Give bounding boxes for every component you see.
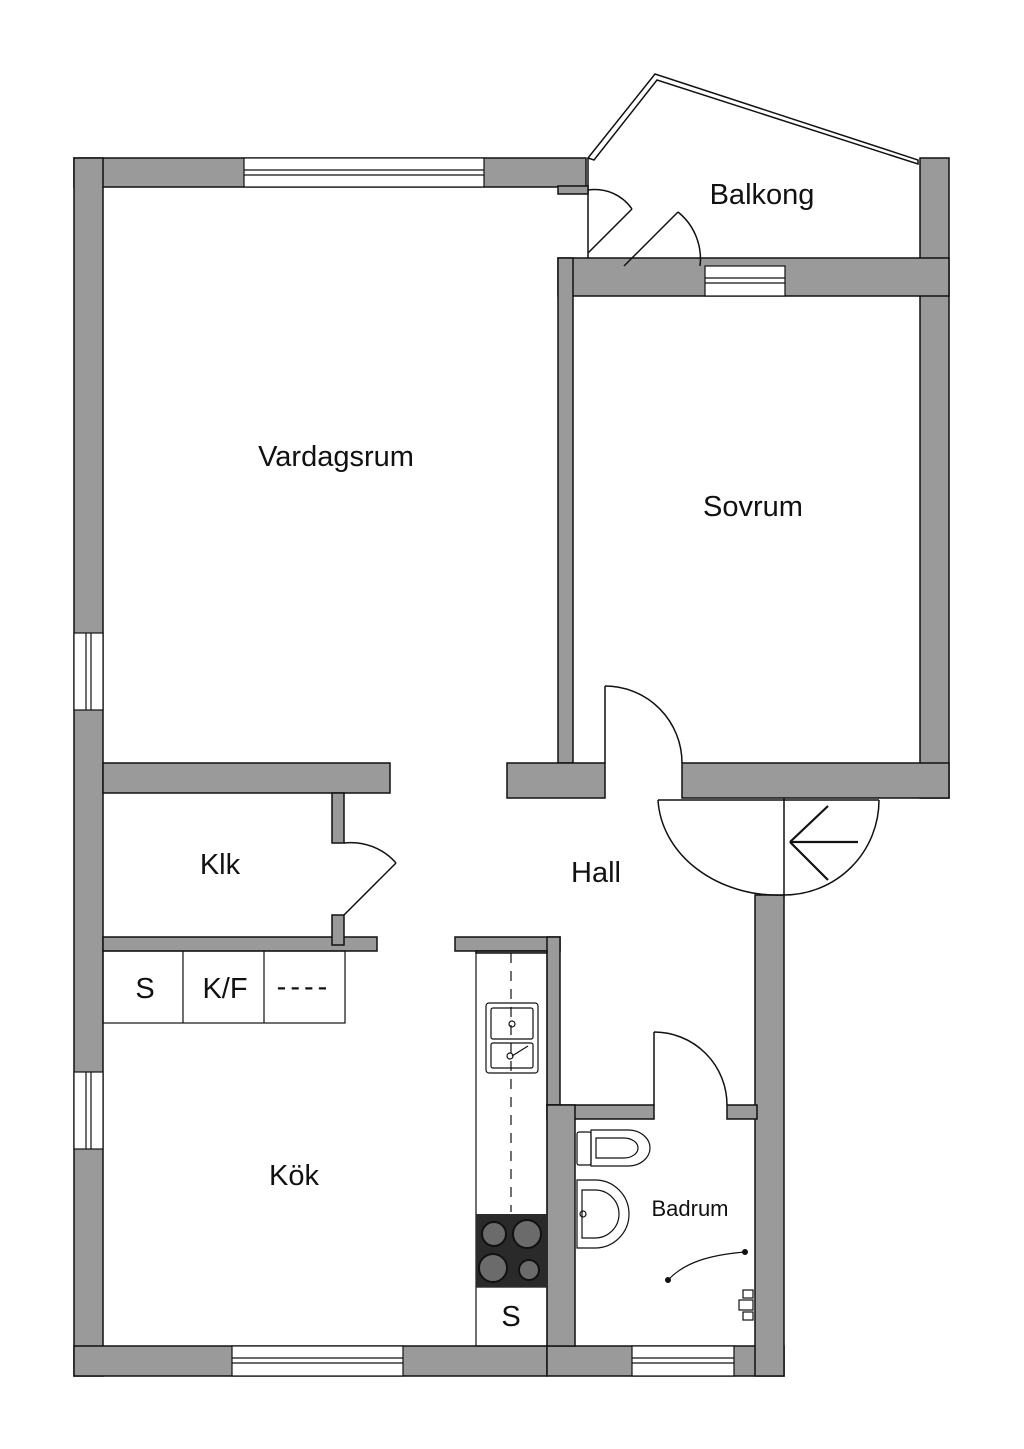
interior-walls: [102, 762, 758, 1347]
shower-icon: [665, 1249, 754, 1321]
toilet-icon: [576, 1129, 651, 1167]
window-kok-left: [73, 1071, 104, 1150]
fixture-label-dashes: ----: [277, 971, 332, 1003]
door-balkong-left: [587, 188, 633, 254]
window-kok-bottom: [231, 1345, 404, 1377]
washbasin-icon: [576, 1179, 630, 1249]
door-entrance: [657, 798, 880, 897]
door-badrum: [653, 1031, 728, 1106]
door-sovrum: [604, 685, 683, 764]
room-label-vardagsrum: Vardagsrum: [258, 441, 414, 473]
room-label-badrum: Badrum: [651, 1196, 728, 1221]
fixture-label-storage: S: [135, 973, 154, 1005]
sink-icon: [485, 1002, 539, 1074]
doors: [343, 188, 880, 1106]
window-sovrum-top: [704, 265, 786, 297]
balcony-outline: [586, 73, 920, 269]
stove-icon: [476, 1214, 547, 1287]
window-badrum-bottom: [631, 1345, 735, 1377]
room-label-kok: Kök: [269, 1160, 319, 1192]
entrance-arrow-icon: [789, 805, 858, 881]
room-label-klk: Klk: [200, 849, 241, 881]
room-label-balkong: Balkong: [710, 179, 815, 211]
door-balkong-right: [623, 211, 702, 267]
windows: [73, 157, 786, 1377]
window-vardagsrum-left: [73, 632, 104, 711]
kitchen-cabinets: [102, 950, 346, 1024]
room-label-sovrum: Sovrum: [703, 491, 803, 523]
room-label-hall: Hall: [571, 857, 621, 889]
door-klk: [343, 841, 397, 916]
window-vardagsrum-top: [243, 157, 485, 188]
fixture-label-fridge-freezer: K/F: [202, 973, 247, 1005]
fixture-label-counter: S: [501, 1301, 520, 1333]
